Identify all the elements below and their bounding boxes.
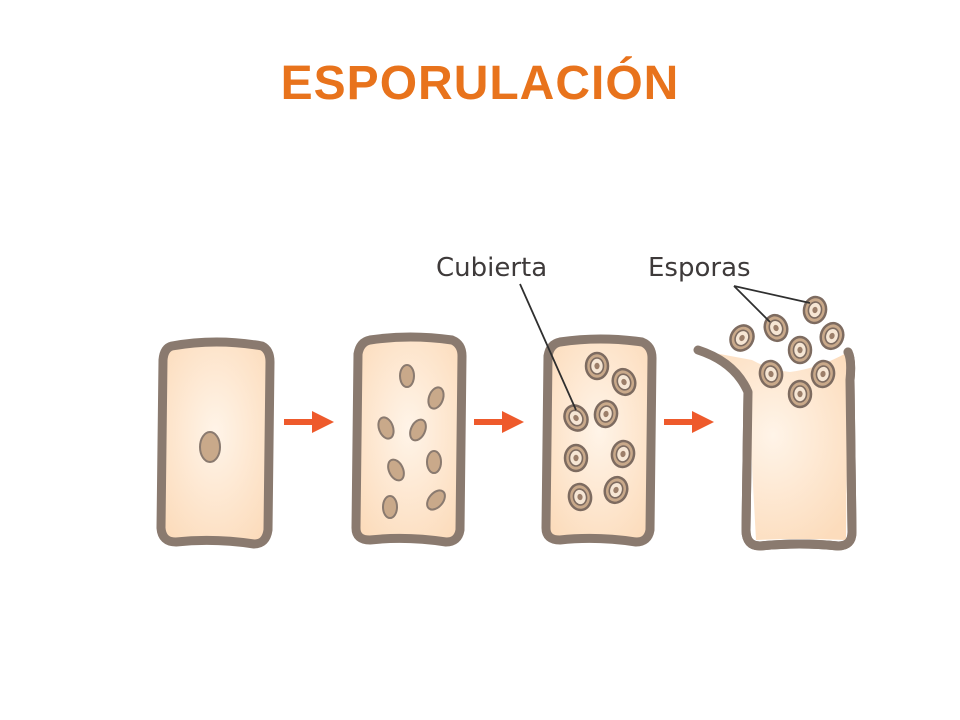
spore-leader-line: [733, 285, 771, 323]
spore: [584, 351, 610, 381]
nucleus: [387, 458, 405, 482]
arrow-3: [664, 411, 714, 433]
spore: [787, 379, 813, 409]
label-coat: Cubierta: [436, 253, 547, 283]
spore: [819, 321, 845, 351]
stage-2-cell: [351, 332, 467, 547]
spore: [610, 439, 636, 469]
spore: [611, 367, 637, 397]
spore: [593, 399, 619, 429]
spore: [567, 482, 593, 512]
slide-title: ESPORULACIÓN: [280, 57, 680, 110]
nucleus: [399, 364, 415, 388]
label-spores: Esporas: [648, 253, 751, 283]
stage-4-cell: [693, 295, 857, 551]
arrow-2: [474, 411, 524, 433]
spore: [787, 335, 813, 365]
stage-1-cell: [156, 337, 275, 549]
spore: [729, 324, 755, 352]
nucleus: [409, 418, 427, 442]
spore: [758, 359, 784, 389]
spore: [563, 443, 589, 473]
spore: [563, 404, 589, 432]
spore: [603, 475, 629, 505]
leader-lines: [519, 283, 811, 411]
nucleus: [426, 450, 442, 474]
nucleus: [382, 495, 398, 519]
nucleus: [199, 431, 221, 463]
spore: [810, 359, 836, 389]
spore-leader-line: [733, 285, 811, 304]
nucleus: [426, 489, 446, 511]
spore: [802, 295, 828, 325]
nucleus: [427, 386, 445, 410]
coat-leader-line: [519, 283, 577, 411]
arrow-1: [284, 411, 334, 433]
nucleus: [377, 416, 395, 440]
stage-3-cell: [541, 334, 657, 547]
